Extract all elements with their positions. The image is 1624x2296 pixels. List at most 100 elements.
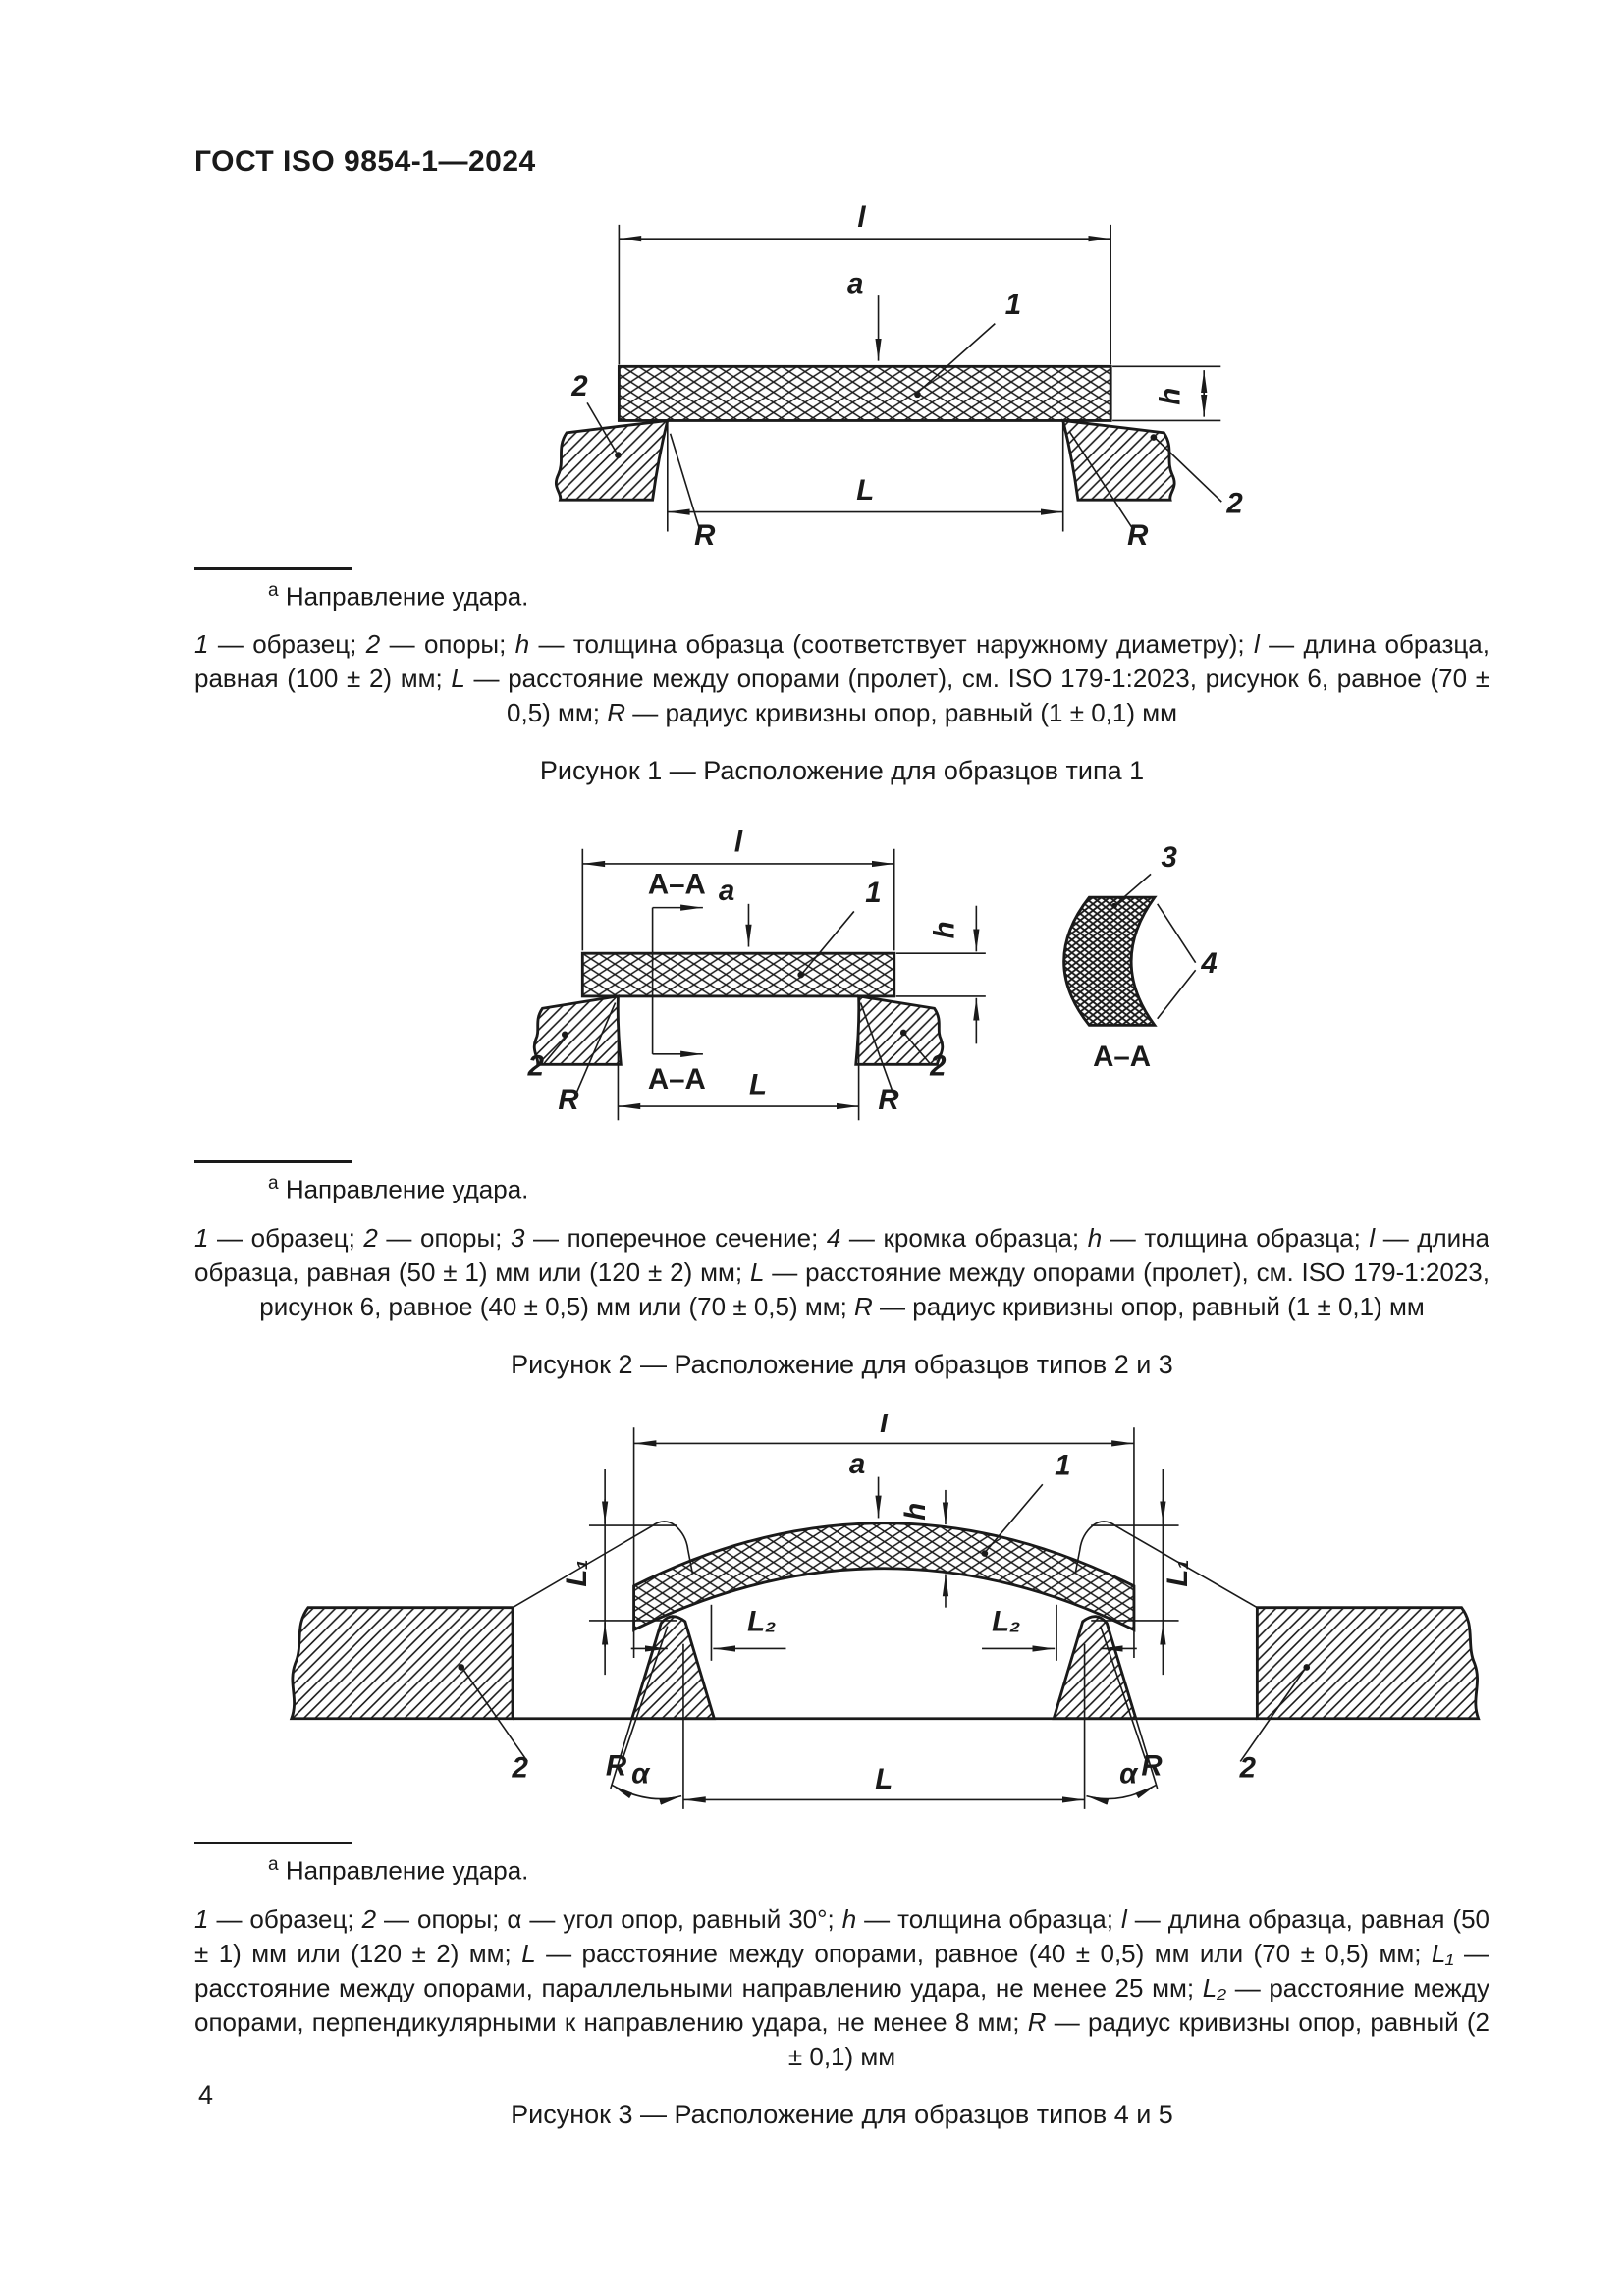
fig3-label-alpha-left: α [631,1757,651,1789]
fig3-callout-support-left: 2 [458,1664,528,1785]
footnote-text: а Направление удара. [268,1854,529,1886]
fig2-label-R-left: R [558,1084,579,1116]
fig2-label-h: h [929,922,961,939]
figure-3-footnote: а Направление удара. [194,1842,1489,1887]
figure-3-title: Рисунок 3 — Расположение для образцов ти… [511,2099,1173,2129]
fig3-support-block-left [289,1606,514,1721]
fig2-label-l: l [734,827,743,859]
fig3-label-R-left: R [606,1750,627,1783]
footnote-rule [194,1842,352,1845]
fig2-dim-span: L [617,999,860,1121]
fig2-impact-arrow: а [719,875,752,947]
fig2-callout-radius-right: R [859,1002,899,1116]
footnote-marker: а [268,1173,279,1195]
fig2-label-AA-section: А–А [1093,1041,1151,1073]
fig2-section-cut-line: А–А А–А [648,869,706,1096]
fig2-label-L: L [749,1069,767,1101]
footnote-rule [194,1160,352,1164]
fig3-callout-radius-left: R [606,1626,669,1783]
fig1-specimen [617,364,1112,422]
fig1-label-2-right: 2 [1225,488,1243,520]
fig2-dim-thickness: h [895,905,986,1044]
footnote-rule [194,566,352,570]
fig2-dim-length: l [581,827,895,951]
fig2-support-left [532,994,623,1066]
fig1-label-R-right: R [1127,519,1149,550]
fig1-dim-length: l [618,204,1111,365]
fig1-dim-span: L [666,423,1064,532]
fig3-dim-span: L [682,1643,1086,1809]
fig1-support-right [1060,418,1176,502]
fig2-specimen [580,952,896,998]
fig2-label-AA-top: А–А [648,869,706,901]
fig1-label-a: а [847,267,863,299]
figure-2-drawing: l А–А А–А а 1 h [527,827,1218,1121]
fig3-label-L2-left: L₂ [747,1605,776,1637]
fig2-label-a: а [719,875,734,907]
fig3-angle-left: α [611,1757,682,1805]
fig1-label-2-left: 2 [570,370,588,402]
fig2-label-3: 3 [1161,841,1177,874]
fig3-dim-L1-right: L₁ [1091,1469,1194,1676]
fig3-dim-L1-left: L₁ [561,1469,677,1676]
footnote-marker: а [268,1854,279,1876]
fig1-dim-thickness: h [1112,365,1221,422]
fig2-label-2-right: 2 [929,1050,947,1083]
fig2-section-shape [1062,895,1158,1028]
figure-3-caption: 1 — образец; 2 — опоры; α — угол опор, р… [194,1903,1490,2071]
fig3-label-L1-right: L₁ [1162,1559,1194,1586]
fig3-callout-specimen: 1 [981,1450,1071,1557]
fig2-label-R-right: R [878,1084,899,1116]
fig3-dim-L2-right: L₂ [982,1604,1137,1661]
figure-2-title: Рисунок 2 — Расположение для образцов ти… [511,1350,1173,1379]
fig2-label-4: 4 [1200,947,1217,980]
fig2-callout-radius-left: R [558,1002,617,1116]
page-content: ГОСТ ISO 9854-1—2024 l [194,0,1489,2130]
figure-1-footnote: а Направление удара. [194,566,1489,613]
fig3-fixture [289,1521,1481,1789]
fig3-wedge-right [1052,1615,1138,1721]
figure-1-title: Рисунок 1 — Расположение для образцов ти… [539,756,1145,786]
footnote-marker: а [268,579,279,601]
fig1-label-L: L [856,474,874,507]
figure-2-footnote: а Направление удара. [194,1160,1489,1205]
fig1-callout-support-left: 2 [570,370,622,458]
fig3-support-block-right [1255,1606,1481,1721]
fig3-impact-arrow: а [849,1448,882,1519]
figure-1-caption: 1 — образец; 2 — опоры; h — толщина обра… [194,629,1489,728]
fig3-dim-thickness: h [899,1489,949,1608]
fig2-label-2-left: 2 [527,1050,545,1083]
fig3-label-L1-left: L₁ [561,1559,593,1586]
fig1-impact-arrow: а [847,267,882,361]
fig3-label-1: 1 [1055,1450,1070,1482]
fig3-angle-right: α [1086,1757,1158,1805]
fig1-callout-radius-left: R [669,433,716,550]
fig3-wedge-left [629,1615,717,1721]
fig2-callout-support-left: 2 [527,1031,568,1083]
page-number: 4 [198,2080,214,2109]
fig3-label-h: h [899,1503,932,1521]
fig3-callout-radius-right: R [1099,1626,1163,1783]
fig1-label-h: h [1154,388,1186,405]
fig3-label-a: а [849,1448,865,1480]
fig1-label-R-left: R [694,519,716,550]
fig3-label-L2-right: L₂ [992,1605,1020,1637]
fig1-label-l: l [857,204,866,234]
fig3-label-L: L [875,1763,893,1795]
document-header: ГОСТ ISO 9854-1—2024 [194,145,536,178]
fig3-dim-L2-left: L₂ [630,1604,786,1661]
fig3-label-alpha-right: α [1119,1757,1139,1789]
fig2-section-view: 3 4 А–А [1062,841,1218,1073]
figure-1-drawing: l а 1 h L R R [554,204,1243,550]
fig3-callout-support-right: 2 [1239,1664,1311,1785]
figure-3-drawing: l а h 1 [289,1414,1481,1809]
fig3-specimen-arc [632,1522,1136,1632]
fig3-label-l: l [880,1414,889,1439]
fig2-label-AA-bottom: А–А [648,1063,706,1095]
fig2-callout-support-right: 2 [899,1029,947,1083]
fig1-callout-radius-right: R [1068,431,1149,550]
fig3-label-2-left: 2 [511,1752,528,1785]
fig1-callout-support-right: 2 [1150,434,1243,520]
fig1-label-1: 1 [1005,289,1021,321]
